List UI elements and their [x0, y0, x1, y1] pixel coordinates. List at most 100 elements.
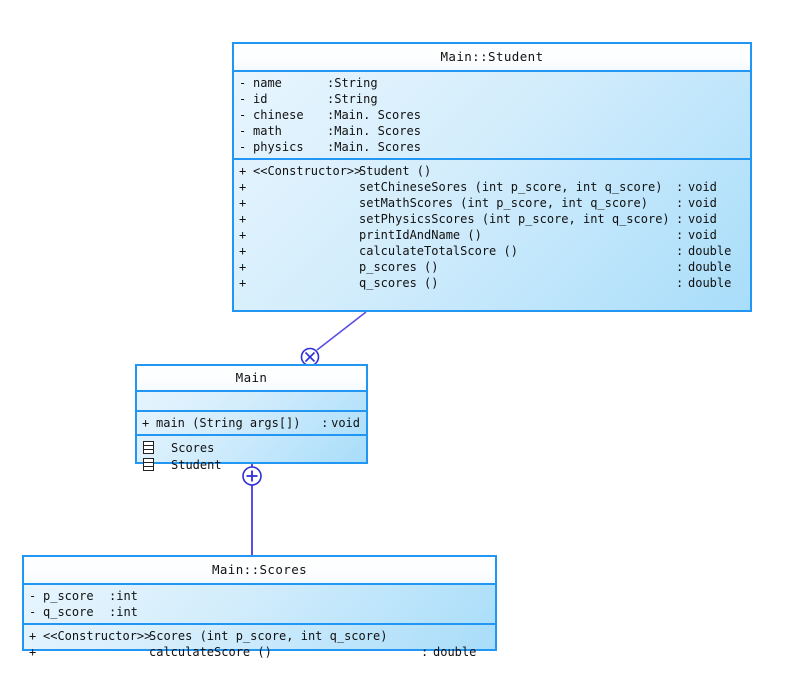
attribute-type: Main. Scores	[334, 124, 421, 138]
operation-signature: printIdAndName ()	[359, 228, 482, 242]
attribute-name: q_score	[43, 605, 94, 619]
visibility-marker: -	[29, 589, 37, 603]
class-box-student[interactable]: Main::Student - name : String - id : Str…	[232, 42, 752, 312]
operation-return-type: void	[688, 196, 717, 210]
operation-separator: :	[676, 276, 684, 290]
attributes-compartment-main	[137, 392, 366, 412]
visibility-marker: +	[239, 164, 247, 178]
cross-icon-stroke-b	[304, 351, 316, 363]
operation-row: + setPhysicsScores (int p_score, int q_s…	[234, 211, 750, 227]
operation-row: + setMathScores (int p_score, int q_scor…	[234, 195, 750, 211]
operation-separator: :	[421, 645, 429, 659]
visibility-marker: +	[239, 196, 247, 210]
class-box-main[interactable]: Main + main (String args[]) : void Score…	[135, 364, 368, 472]
class-box-scores[interactable]: Main::Scores - p_score : int - q_score :…	[22, 555, 497, 659]
operation-signature: Scores (int p_score, int q_score)	[149, 629, 388, 643]
operation-row: + main (String args[]) : void	[137, 415, 366, 431]
attribute-type: int	[116, 605, 138, 619]
operation-return-type: void	[688, 212, 717, 226]
operation-signature: setMathScores (int p_score, int q_score)	[359, 196, 648, 210]
nested-class-name: Student	[171, 457, 222, 472]
attribute-name: name	[253, 76, 282, 90]
operation-stereotype: <<Constructor>>	[43, 629, 152, 643]
operation-return-type: double	[688, 260, 732, 274]
attribute-separator: :	[327, 108, 335, 122]
attribute-name: math	[253, 124, 282, 138]
class-icon	[143, 441, 154, 454]
visibility-marker: +	[239, 180, 247, 194]
attribute-type: Main. Scores	[334, 108, 421, 122]
attribute-type: String	[334, 92, 378, 106]
operation-signature: setPhysicsScores (int p_score, int q_sco…	[359, 212, 670, 226]
visibility-marker: -	[239, 140, 247, 154]
visibility-marker: +	[239, 276, 247, 290]
visibility-marker: +	[142, 416, 150, 430]
attribute-separator: :	[109, 605, 117, 619]
operation-separator: :	[676, 212, 684, 226]
nested-class-name: Scores	[171, 440, 215, 455]
operations-compartment-student: + <<Constructor>> Student () + setChines…	[234, 160, 750, 294]
operation-return-type: double	[688, 276, 732, 290]
operation-row: + p_scores () : double	[234, 259, 750, 275]
operation-signature: calculateTotalScore ()	[359, 244, 518, 258]
attribute-separator: :	[327, 76, 335, 90]
visibility-marker: +	[29, 645, 37, 659]
cross-icon-stroke-a	[304, 351, 316, 363]
class-title-student: Main::Student	[234, 44, 750, 72]
attributes-compartment-student: - name : String - id : String - chinese …	[234, 72, 750, 160]
operation-signature: main (String args[])	[156, 416, 301, 430]
operation-return-type: void	[331, 416, 360, 430]
attribute-name: chinese	[253, 108, 304, 122]
operation-stereotype: <<Constructor>>	[253, 164, 362, 178]
attribute-row: - id : String	[234, 91, 750, 107]
attribute-name: id	[253, 92, 268, 106]
operation-separator: :	[321, 416, 329, 430]
operation-row: + calculateScore () : double	[24, 644, 495, 660]
class-title-main: Main	[137, 366, 366, 392]
operations-compartment-main: + main (String args[]) : void	[137, 412, 366, 436]
attribute-type: String	[334, 76, 378, 90]
operation-return-type: void	[688, 180, 717, 194]
nested-class-row[interactable]: Student	[137, 456, 366, 473]
attribute-row: - math : Main. Scores	[234, 123, 750, 139]
nested-classes-compartment-main: Scores Student	[137, 436, 366, 476]
visibility-marker: +	[239, 212, 247, 226]
attribute-row: - p_score : int	[24, 588, 495, 604]
attribute-row: - name : String	[234, 75, 750, 91]
operation-separator: :	[676, 228, 684, 242]
nested-class-row[interactable]: Scores	[137, 439, 366, 456]
operation-row: + <<Constructor>> Student ()	[234, 163, 750, 179]
visibility-marker: -	[239, 124, 247, 138]
attribute-name: physics	[253, 140, 304, 154]
attribute-separator: :	[109, 589, 117, 603]
operations-compartment-scores: + <<Constructor>> Scores (int p_score, i…	[24, 625, 495, 663]
visibility-marker: -	[29, 605, 37, 619]
visibility-marker: +	[239, 228, 247, 242]
operation-row: + setChineseSores (int p_score, int q_sc…	[234, 179, 750, 195]
attributes-compartment-scores: - p_score : int - q_score : int	[24, 585, 495, 625]
operation-signature: Student ()	[359, 164, 432, 178]
cross-circle-icon[interactable]	[300, 347, 320, 367]
operation-signature: p_scores ()	[359, 260, 439, 274]
visibility-marker: +	[239, 260, 247, 274]
attribute-row: - q_score : int	[24, 604, 495, 620]
operation-row: + q_scores () : double	[234, 275, 750, 291]
class-icon	[143, 458, 154, 471]
attribute-type: Main. Scores	[334, 140, 421, 154]
attribute-name: p_score	[43, 589, 94, 603]
class-title-scores: Main::Scores	[24, 557, 495, 585]
attribute-separator: :	[327, 124, 335, 138]
connector-student-to-main-line	[316, 311, 367, 351]
operation-return-type: double	[688, 244, 732, 258]
visibility-marker: -	[239, 92, 247, 106]
attribute-row: - chinese : Main. Scores	[234, 107, 750, 123]
attribute-row: - physics : Main. Scores	[234, 139, 750, 155]
attribute-separator: :	[327, 140, 335, 154]
operation-separator: :	[676, 180, 684, 194]
visibility-marker: +	[239, 244, 247, 258]
operation-signature: setChineseSores (int p_score, int q_scor…	[359, 180, 663, 194]
operation-row: + <<Constructor>> Scores (int p_score, i…	[24, 628, 495, 644]
visibility-marker: -	[239, 76, 247, 90]
operation-signature: calculateScore ()	[149, 645, 272, 659]
